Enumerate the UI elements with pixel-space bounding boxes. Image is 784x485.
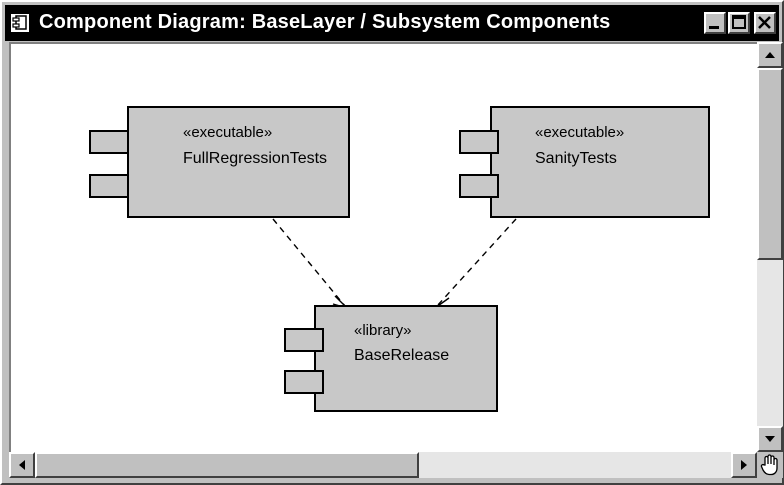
component-port bbox=[89, 174, 129, 198]
scroll-right-button[interactable] bbox=[731, 452, 757, 478]
component-name: FullRegressionTests bbox=[183, 150, 328, 167]
component-stereotype: «executable» bbox=[535, 124, 625, 141]
horizontal-scroll-thumb[interactable] bbox=[35, 452, 419, 478]
maximize-button[interactable] bbox=[728, 12, 750, 34]
component-port bbox=[89, 130, 129, 154]
dependency-sanitytests-to-baserelease[interactable] bbox=[434, 218, 517, 309]
diagram-canvas[interactable]: «executable» FullRegressionTests «execut… bbox=[9, 42, 757, 452]
vertical-scrollbar[interactable] bbox=[757, 42, 783, 452]
window-title: Component Diagram: BaseLayer / Subsystem… bbox=[39, 11, 611, 33]
dependency-fullregressiontests-to-baserelease[interactable] bbox=[272, 218, 348, 309]
scroll-down-button[interactable] bbox=[757, 426, 783, 452]
hand-icon[interactable] bbox=[757, 452, 783, 478]
close-button[interactable] bbox=[754, 12, 776, 34]
component-name: SanityTests bbox=[535, 150, 617, 167]
component-sanitytests[interactable] bbox=[490, 106, 710, 218]
minimize-icon bbox=[709, 26, 719, 29]
scroll-left-button[interactable] bbox=[9, 452, 35, 478]
scroll-up-button[interactable] bbox=[757, 42, 783, 68]
component-stereotype: «library» bbox=[354, 322, 412, 339]
component-port bbox=[459, 174, 499, 198]
horizontal-scrollbar[interactable] bbox=[9, 452, 757, 478]
component-port bbox=[284, 370, 324, 394]
minimize-button[interactable] bbox=[704, 12, 726, 34]
close-icon bbox=[758, 16, 771, 29]
component-baserelease[interactable] bbox=[314, 305, 498, 412]
arrow-right-icon bbox=[741, 460, 747, 470]
diagram-icon[interactable] bbox=[9, 12, 31, 34]
arrow-down-icon bbox=[765, 436, 775, 442]
component-stereotype: «executable» bbox=[183, 124, 273, 141]
vertical-scroll-thumb[interactable] bbox=[757, 68, 783, 260]
component-name: BaseRelease bbox=[354, 347, 450, 364]
title-bar[interactable]: Component Diagram: BaseLayer / Subsystem… bbox=[5, 5, 779, 41]
component-port bbox=[459, 130, 499, 154]
arrow-up-icon bbox=[765, 52, 775, 58]
arrow-left-icon bbox=[19, 460, 25, 470]
component-port bbox=[284, 328, 324, 352]
component-fullregressiontests[interactable] bbox=[127, 106, 350, 218]
maximize-icon bbox=[732, 15, 746, 29]
